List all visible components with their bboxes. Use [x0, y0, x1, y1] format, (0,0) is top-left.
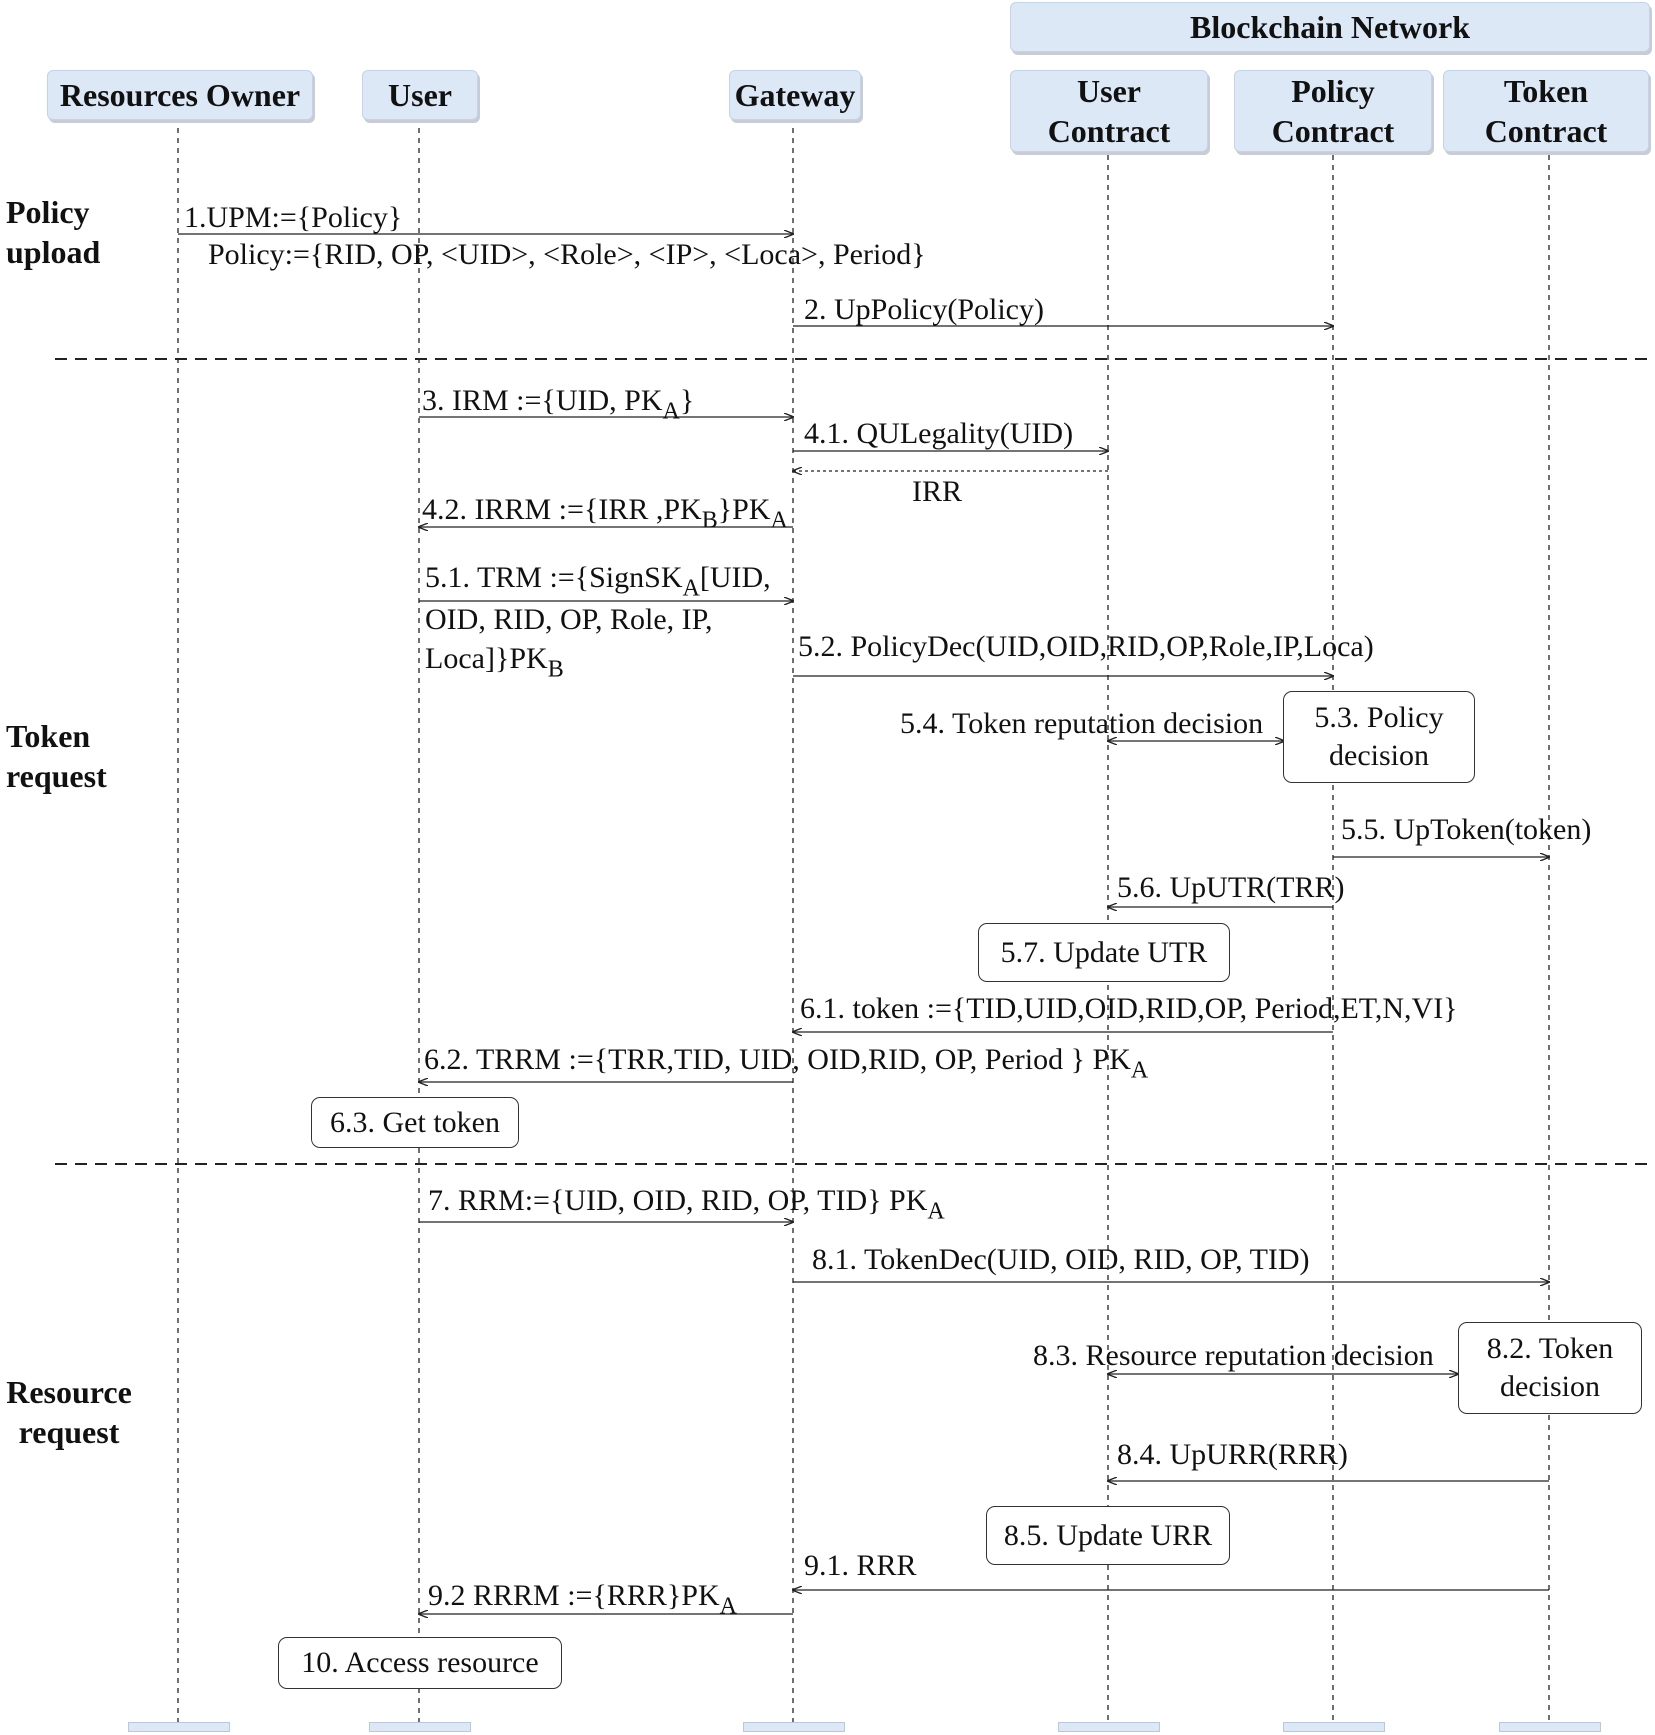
message-5-5-uptoken: 5.5. UpToken(token): [1341, 813, 1592, 846]
message-2-uppolicy: 2. UpPolicy(Policy): [804, 293, 1044, 326]
participant-gateway: Gateway: [729, 70, 861, 120]
message-8-1-tokendec: 8.1. TokenDec(UID, OID, RID, OP, TID): [812, 1243, 1310, 1276]
lifeline-foot-user-contract: [1058, 1722, 1160, 1732]
message-6-1-token: 6.1. token :={TID,UID,OID,RID,OP, Period…: [800, 992, 1458, 1025]
subscript: A: [719, 1593, 737, 1620]
message-6-2-trrm: 6.2. TRRM :={TRR,TID, UID, OID,RID, OP, …: [424, 1043, 1149, 1084]
box-6-3-get-token: 6.3. Get token: [311, 1097, 519, 1148]
message-5-1-trm-line2: OID, RID, OP, Role, IP,: [425, 603, 713, 636]
box-5-7-update-utr: 5.7. Update UTR: [978, 923, 1230, 982]
lifeline-foot-policy-contract: [1283, 1722, 1385, 1732]
message-4-1-qulegality: 4.1. QULegality(UID): [804, 417, 1074, 450]
participant-user: User: [362, 70, 478, 120]
subscript: A: [682, 575, 700, 602]
message-5-2-policydec: 5.2. PolicyDec(UID,OID,RID,OP,Role,IP,Lo…: [798, 630, 1374, 663]
message-3-irm: 3. IRM :={UID, PKA}: [422, 384, 695, 425]
message-8-4-upurr: 8.4. UpURR(RRR): [1117, 1438, 1348, 1471]
box-8-5-update-urr: 8.5. Update URR: [986, 1506, 1230, 1565]
subscript: B: [701, 507, 718, 534]
message-1-upm: 1.UPM:={Policy}: [184, 201, 403, 234]
phase-token-request: Token request: [6, 718, 107, 794]
message-5-1-trm-line3: Loca]}PKB: [425, 642, 564, 683]
lifeline-foot-user: [369, 1722, 471, 1732]
subscript: A: [662, 398, 680, 425]
lifeline-foot-token-contract: [1499, 1722, 1601, 1732]
participant-user-contract: User Contract: [1010, 70, 1208, 152]
box-8-2-token-decision: 8.2. Token decision: [1458, 1322, 1642, 1414]
subscript: B: [547, 656, 564, 683]
message-9-1-rrr: 9.1. RRR: [804, 1549, 917, 1582]
blockchain-network-header: Blockchain Network: [1010, 2, 1650, 52]
message-8-3-resource-reputation: 8.3. Resource reputation decision: [1033, 1339, 1434, 1372]
message-5-1-trm-line1: 5.1. TRM :={SignSKA[UID,: [425, 561, 771, 602]
message-policy-definition: Policy:={RID, OP, <UID>, <Role>, <IP>, <…: [208, 238, 926, 271]
phase-resource-request: Resource request: [6, 1374, 132, 1450]
lifeline-foot-owner: [128, 1722, 230, 1732]
message-irr: IRR: [912, 475, 963, 508]
subscript: A: [927, 1198, 945, 1225]
participant-policy-contract: Policy Contract: [1234, 70, 1432, 152]
message-4-2-irrm: 4.2. IRRM :={IRR ,PKB}PKA: [422, 493, 788, 534]
box-5-3-policy-decision: 5.3. Policy decision: [1283, 691, 1475, 783]
message-5-6-uputr: 5.6. UpUTR(TRR): [1117, 871, 1345, 904]
message-5-4-token-reputation: 5.4. Token reputation decision: [900, 707, 1264, 740]
lifeline-foot-gateway: [743, 1722, 845, 1732]
phase-policy-upload: Policy upload: [6, 194, 101, 270]
box-10-access-resource: 10. Access resource: [278, 1637, 562, 1689]
participant-resources-owner: Resources Owner: [47, 70, 313, 120]
message-9-2-rrrm: 9.2 RRRM :={RRR}PKA: [428, 1579, 737, 1620]
subscript: A: [770, 507, 788, 534]
subscript: A: [1130, 1057, 1149, 1084]
message-7-rrm: 7. RRM:={UID, OID, RID, OP, TID} PKA: [428, 1184, 945, 1225]
participant-token-contract: Token Contract: [1443, 70, 1649, 152]
